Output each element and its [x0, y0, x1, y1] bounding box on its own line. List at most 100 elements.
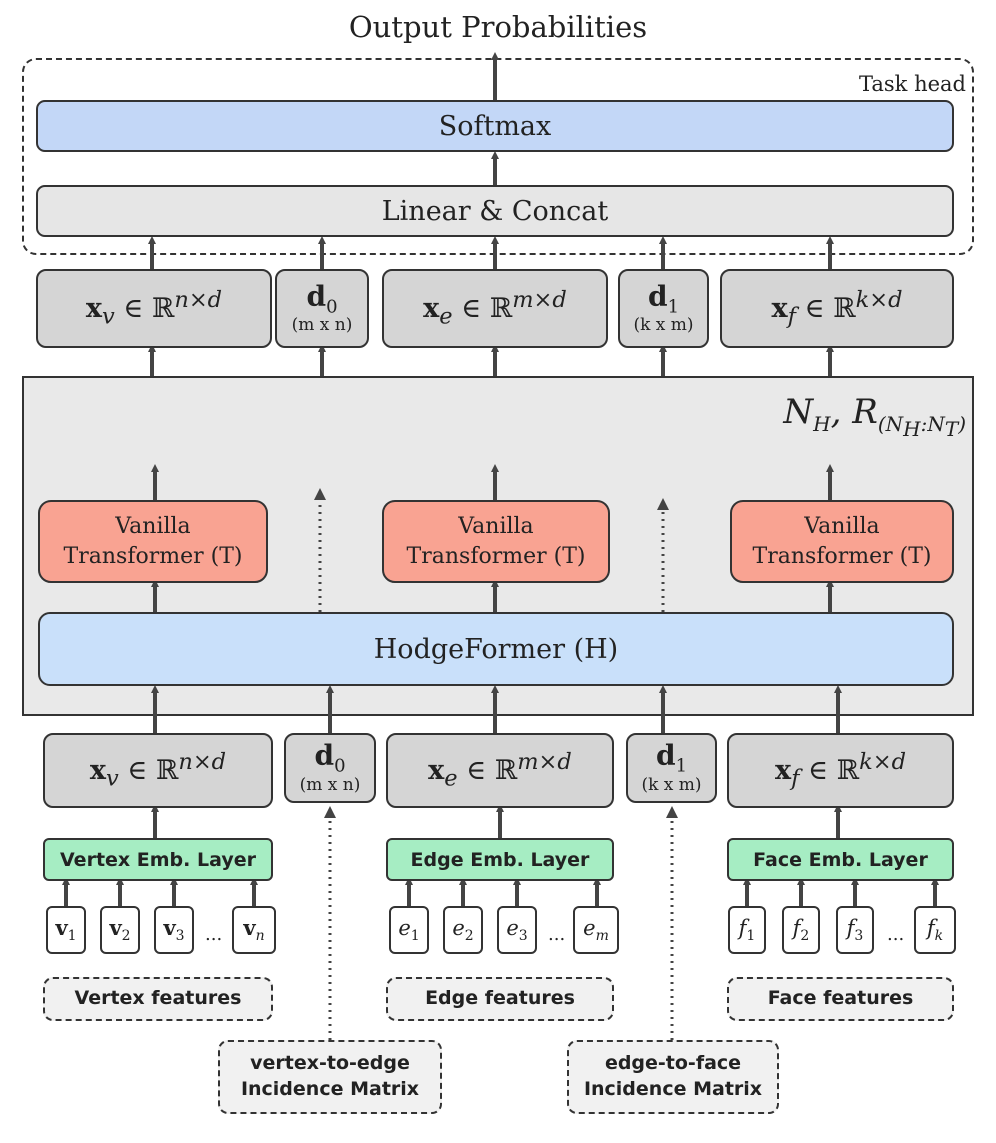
input-d1-sub: 1: [675, 755, 688, 777]
block-label-sub2: (N: [877, 411, 904, 436]
vertex-token: v3: [154, 906, 194, 954]
task-head-label: Task head: [859, 72, 966, 96]
vertex-token: v1: [46, 906, 86, 954]
block-repeat-label: NH, R(NH:NT): [783, 392, 966, 441]
input-xe-dim: m×d: [517, 749, 572, 776]
transformer-v-line2: Transformer (T): [63, 543, 243, 569]
input-xv-set: ∈ ℝ: [127, 755, 179, 787]
output-vertex-features: xv ∈ ℝn×d: [36, 269, 272, 348]
edge-token-ellipsis: ...: [548, 924, 566, 945]
output-probabilities-title: Output Probabilities: [348, 10, 648, 44]
face-features-label: Face features: [727, 977, 954, 1021]
input-xe-sub: e: [444, 765, 458, 792]
input-xe-symbol: x: [428, 755, 445, 787]
edge-embedding-label: Edge Emb. Layer: [410, 848, 590, 871]
transformer-e-line1: Vanilla: [458, 513, 534, 539]
output-xf-sub: f: [787, 303, 796, 330]
input-xv-dim: n×d: [178, 749, 227, 776]
token-name: f: [926, 915, 935, 940]
output-xv-set: ∈ ℝ: [123, 293, 175, 325]
input-xe-set: ∈ ℝ: [466, 755, 518, 787]
transformer-f-line1: Vanilla: [804, 513, 880, 539]
token-sub: 1: [746, 928, 756, 945]
token-sub: k: [934, 928, 944, 945]
block-label-h: H: [813, 411, 831, 436]
input-xf-set: ∈ ℝ: [808, 755, 860, 787]
softmax-layer: Softmax: [36, 100, 954, 152]
block-label-sub5: T: [944, 416, 959, 441]
token-name: v: [243, 915, 256, 941]
output-edge-features: xe ∈ ℝm×d: [382, 269, 608, 348]
vanilla-transformer-vertex: Vanilla Transformer (T): [38, 500, 268, 583]
block-label-sub4: :N: [920, 411, 945, 436]
output-d0-matrix: d0 (m x n): [275, 269, 369, 348]
output-d1-sub: 1: [667, 296, 680, 318]
input-xv-sub: v: [106, 765, 119, 792]
output-xe-symbol: x: [423, 293, 440, 325]
token-sub: 3: [518, 928, 528, 945]
transformer-e-line2: Transformer (T): [406, 543, 586, 569]
vertex-token-ellipsis: ...: [205, 924, 223, 945]
token-sub: 2: [464, 928, 474, 945]
token-sub: 3: [854, 928, 864, 945]
token-name: e: [583, 915, 596, 940]
token-sub: 2: [121, 928, 131, 945]
token-name: f: [792, 915, 801, 940]
input-d0-size: (m x n): [299, 774, 361, 795]
vertex-features-label: Vertex features: [43, 977, 273, 1021]
output-d0-sub: 0: [326, 296, 338, 318]
token-sub: 3: [175, 928, 185, 945]
output-xf-set: ∈ ℝ: [804, 293, 856, 325]
input-d0-name: d: [314, 739, 335, 773]
token-name: f: [846, 915, 855, 940]
token-sub: 2: [800, 928, 810, 945]
block-label-n: N: [783, 392, 814, 432]
input-d1-matrix: d1 (k x m): [626, 733, 717, 803]
edge-embedding-layer: Edge Emb. Layer: [386, 838, 614, 881]
input-xf-dim: k×d: [859, 749, 906, 776]
face-embedding-label: Face Emb. Layer: [753, 848, 928, 871]
block-label-r: , R: [830, 392, 878, 432]
output-d1-name: d: [647, 279, 668, 313]
softmax-label: Softmax: [438, 110, 552, 142]
output-d1-size: (k x m): [633, 315, 694, 336]
edge-features-label: Edge features: [386, 977, 614, 1021]
vertex-token: v2: [100, 906, 140, 954]
token-sub: m: [595, 928, 609, 945]
output-xe-dim: m×d: [512, 287, 567, 314]
face-features-text: Face features: [767, 987, 914, 1010]
output-xv-dim: n×d: [174, 287, 223, 314]
input-d1-size: (k x m): [641, 774, 702, 795]
vertex-to-edge-incidence-matrix: vertex-to-edge Incidence Matrix: [218, 1040, 442, 1114]
face-token: fk: [914, 906, 956, 954]
token-sub: 1: [410, 928, 420, 945]
output-xf-symbol: x: [771, 293, 788, 325]
vertex-features-text: Vertex features: [74, 987, 242, 1010]
input-d0-matrix: d0 (m x n): [284, 733, 376, 803]
block-label-sub6: ): [958, 411, 966, 436]
output-d1-matrix: d1 (k x m): [618, 269, 709, 348]
vanilla-transformer-face: Vanilla Transformer (T): [730, 500, 954, 583]
output-face-features: xf ∈ ℝk×d: [720, 269, 954, 348]
output-d0-name: d: [306, 279, 327, 313]
token-name: v: [55, 915, 68, 941]
token-sub: 1: [67, 928, 77, 945]
face-token-ellipsis: ...: [887, 924, 905, 945]
output-d0-size: (m x n): [291, 315, 353, 336]
input-xf-symbol: x: [775, 755, 792, 787]
input-xv-symbol: x: [89, 755, 107, 787]
transformer-f-line2: Transformer (T): [752, 543, 932, 569]
edge-token: e2: [443, 906, 483, 954]
vanilla-transformer-edge: Vanilla Transformer (T): [382, 500, 610, 583]
block-label-sub3: H: [903, 416, 921, 441]
linear-concat-layer: Linear & Concat: [36, 185, 954, 237]
input-d0-sub: 0: [334, 755, 346, 777]
face-token: f2: [782, 906, 820, 954]
vertex-embedding-label: Vertex Emb. Layer: [60, 848, 256, 871]
input-d1-name: d: [655, 739, 676, 773]
output-xf-dim: k×d: [855, 287, 903, 314]
transformer-v-line1: Vanilla: [115, 513, 191, 539]
edge-to-face-incidence-matrix: edge-to-face Incidence Matrix: [567, 1040, 779, 1114]
vertex-token: vn: [232, 906, 276, 954]
